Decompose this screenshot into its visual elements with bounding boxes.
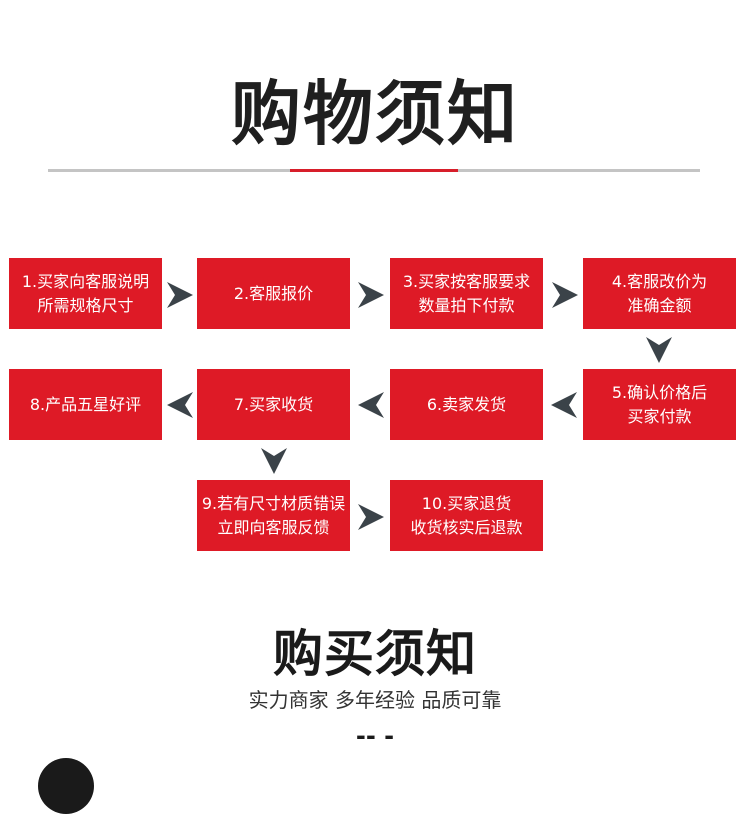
decorative-circle [38, 758, 94, 814]
step-7-box: 7.买家收货 [197, 369, 350, 440]
divider-accent [290, 169, 458, 172]
arrow-left-icon [358, 392, 384, 418]
step-3-box: 3.买家按客服要求 数量拍下付款 [390, 258, 543, 329]
step-10-box: 10.买家退货 收货核实后退款 [390, 480, 543, 551]
section-title: 购买须知 [273, 625, 477, 683]
page-title: 购物须知 [231, 73, 519, 155]
arrow-down-icon [261, 448, 287, 474]
arrow-right-icon [358, 282, 384, 308]
arrow-left-icon [167, 392, 193, 418]
step-2-box: 2.客服报价 [197, 258, 350, 329]
step-8-box: 8.产品五星好评 [9, 369, 162, 440]
step-1-box: 1.买家向客服说明 所需规格尺寸 [9, 258, 162, 329]
arrow-right-icon [167, 282, 193, 308]
section-subtitle: 实力商家 多年经验 品质可靠 [248, 688, 502, 712]
arrow-right-icon [358, 504, 384, 530]
arrow-down-icon [646, 337, 672, 363]
section-dash: -- - [355, 722, 395, 750]
step-9-box: 9.若有尺寸材质错误 立即向客服反馈 [197, 480, 350, 551]
step-6-box: 6.卖家发货 [390, 369, 543, 440]
arrow-right-icon [552, 282, 578, 308]
arrow-left-icon [551, 392, 577, 418]
step-5-box: 5.确认价格后 买家付款 [583, 369, 736, 440]
step-4-box: 4.客服改价为 准确金额 [583, 258, 736, 329]
